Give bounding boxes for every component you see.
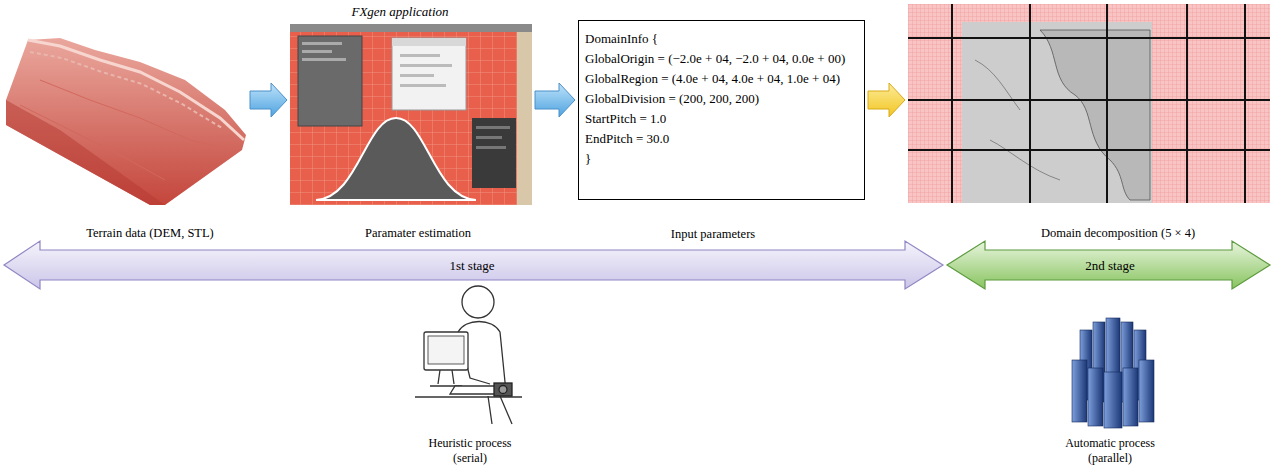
domain-map-part	[975, 60, 1060, 180]
supercomputer-icon-part	[1139, 360, 1154, 422]
figure-panel: Terrain data (DEM, STL)	[4, 2, 247, 205]
panel-caption: Domain decomposition (5 × 4)	[1041, 225, 1195, 241]
domain-map-part-part	[908, 149, 1270, 151]
fxgen-screenshot-part	[472, 118, 516, 188]
terrain-illustration-part	[6, 100, 165, 205]
code-line: StartPitch = 1.0	[585, 109, 666, 129]
person-icon-part	[499, 386, 507, 394]
fxgen-screenshot-part	[400, 54, 440, 57]
supercomputer-icon-part	[1104, 372, 1122, 428]
domain-map	[908, 4, 1270, 203]
domain-map-part-part	[1029, 4, 1031, 203]
terrain-illustration-part	[6, 38, 246, 205]
fxgen-screenshot-part	[290, 24, 532, 205]
supercomputer-icon-part	[1123, 368, 1138, 426]
fxgen-screenshot-part	[298, 36, 362, 126]
panel-caption: Paramater estimation	[365, 225, 471, 241]
person-icon-part	[430, 370, 462, 386]
person-icon	[415, 286, 522, 424]
fxgen-screenshot-part	[316, 118, 476, 200]
code-line: GlobalDivision = (200, 200, 200)	[585, 89, 759, 109]
panel-caption: Terrain data (DEM, STL)	[86, 225, 214, 241]
domain-map-part-part	[1106, 4, 1108, 203]
fxgen-screenshot-part	[476, 146, 506, 149]
stage-label: 2nd stage	[1085, 258, 1134, 273]
fxgen-screenshot-part	[392, 38, 466, 46]
code-line: EndPitch = 30.0	[585, 129, 669, 149]
stage-label: 1st stage	[449, 258, 494, 273]
parameter-box: DomainInfo {GlobalOrigin = (−2.0e + 04, …	[578, 20, 865, 200]
figure-panel: Domain decomposition (5 × 4)	[908, 4, 1270, 203]
flow-arrow	[535, 83, 575, 117]
domain-map-part-part	[908, 37, 1270, 39]
flow-arrow	[250, 83, 287, 117]
person-icon-part	[494, 383, 512, 396]
fxgen-screenshot-part	[302, 42, 342, 45]
fxgen-screenshot-part	[400, 64, 452, 67]
stage-band	[4, 241, 1270, 289]
fxgen-screenshot	[290, 24, 532, 205]
fxgen-screenshot-part	[476, 136, 502, 139]
terrain-illustration-part	[40, 80, 232, 150]
process-label: Automatic process (parallel)	[1055, 436, 1165, 466]
code-line: GlobalRegion = (4.0e + 04, 4.0e + 04, 1.…	[585, 69, 840, 89]
domain-map-part-part	[908, 99, 1270, 101]
person-icon-part	[428, 336, 464, 364]
process-label: Heuristic process (serial)	[415, 436, 525, 466]
stage-band-part	[947, 241, 1270, 289]
person-icon-part	[462, 286, 494, 318]
fxgen-screenshot-part	[400, 74, 434, 77]
domain-map-part	[962, 22, 1152, 203]
panel-caption: Input parameters	[671, 226, 755, 242]
supercomputer-icon	[1072, 318, 1154, 428]
code-line: GlobalOrigin = (−2.0e + 04, −2.0 + 04, 0…	[585, 49, 845, 69]
domain-map-part-part	[951, 4, 953, 203]
person-icon-part	[424, 332, 468, 370]
supercomputer-icon-part	[1088, 368, 1103, 426]
domain-map-part	[1040, 30, 1150, 200]
fxgen-screenshot-part	[290, 24, 532, 205]
fxgen-screenshot-part	[400, 84, 446, 87]
fxgen-screenshot-part	[392, 38, 466, 110]
domain-map-part-part	[1186, 4, 1188, 203]
stage-band-part	[4, 241, 943, 289]
person-icon-part	[450, 386, 500, 394]
supercomputer-icon-part	[1072, 360, 1087, 422]
terrain-illustration	[6, 38, 246, 205]
domain-map-part	[908, 4, 1270, 203]
fxgen-screenshot-part	[302, 50, 332, 53]
app-title: FXgen application	[351, 4, 448, 20]
fxgen-screenshot-part	[290, 24, 532, 32]
figure-panel: FXgen applicationParamater estimation	[290, 24, 532, 205]
fxgen-screenshot-part	[517, 32, 532, 205]
fxgen-screenshot-part	[302, 58, 346, 61]
domain-map-part	[908, 4, 1270, 203]
flow-arrow	[868, 83, 905, 117]
fxgen-screenshot-part	[476, 126, 510, 129]
person-icon-part	[488, 396, 512, 424]
domain-map-part-part	[1244, 4, 1246, 203]
terrain-illustration-part	[30, 52, 222, 128]
terrain-illustration-part	[20, 105, 165, 180]
code-line: }	[585, 149, 591, 169]
code-line: DomainInfo {	[585, 29, 658, 49]
